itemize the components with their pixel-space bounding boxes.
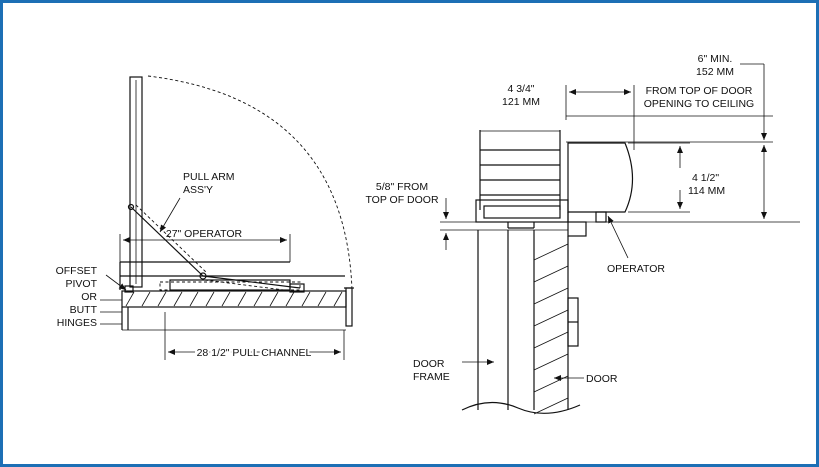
label-6-min: 6" MIN. bbox=[698, 53, 733, 65]
hatch-line bbox=[533, 353, 569, 371]
hatch-line bbox=[533, 397, 569, 415]
hatch-line bbox=[189, 291, 199, 307]
break-line bbox=[461, 401, 581, 414]
label-27-operator: 27" OPERATOR bbox=[166, 228, 243, 240]
labels: PULL ARM ASS'Y 27" OPERATOR OFFSET PIVOT… bbox=[56, 53, 755, 385]
label-door-frame-2: FRAME bbox=[413, 371, 450, 383]
label-4-3-4: 4 3/4" bbox=[507, 83, 534, 95]
hatch-line bbox=[533, 309, 569, 327]
hatch-line bbox=[533, 331, 569, 349]
label-hinges: HINGES bbox=[57, 317, 97, 329]
label-152-mm: 152 MM bbox=[696, 66, 734, 78]
hatch-line bbox=[157, 291, 167, 307]
label-pull-arm: PULL ARM bbox=[183, 171, 235, 183]
label-pull-channel: 28 1/2" PULL CHANNEL bbox=[197, 347, 312, 359]
pull-channel-slider bbox=[289, 283, 305, 293]
hatch-line bbox=[237, 291, 247, 307]
hatch-line bbox=[533, 265, 569, 283]
hatch-line bbox=[333, 291, 343, 307]
label-opening-to-ceiling: OPENING TO CEILING bbox=[644, 98, 754, 110]
label-top-of-door: TOP OF DOOR bbox=[365, 194, 439, 206]
label-5-8-from: 5/8" FROM bbox=[376, 181, 428, 193]
hatch-line bbox=[141, 291, 151, 307]
label-from-top-door: FROM TOP OF DOOR bbox=[646, 85, 753, 97]
label-offset: OFFSET bbox=[56, 265, 98, 277]
hatch-line bbox=[301, 291, 311, 307]
label-pivot: PIVOT bbox=[65, 278, 97, 290]
label-114-mm: 114 MM bbox=[688, 185, 725, 197]
label-4-1-2: 4 1/2" bbox=[692, 172, 719, 184]
hatch-line bbox=[317, 291, 327, 307]
hatch-line bbox=[253, 291, 263, 307]
hatch-line bbox=[269, 291, 279, 307]
hatch-line bbox=[533, 243, 569, 261]
installation-diagram: PULL ARM ASS'Y 27" OPERATOR OFFSET PIVOT… bbox=[56, 53, 800, 415]
label-butt: BUTT bbox=[70, 304, 98, 316]
label-121-mm: 121 MM bbox=[502, 96, 540, 108]
closed-door bbox=[121, 290, 347, 308]
hatch-line bbox=[205, 291, 215, 307]
hatch-line bbox=[221, 291, 231, 307]
label-assy: ASS'Y bbox=[183, 184, 213, 196]
door-swing-arc bbox=[147, 75, 353, 291]
label-operator: OPERATOR bbox=[607, 263, 665, 275]
hatch-line bbox=[533, 375, 569, 393]
hatch-line bbox=[285, 291, 295, 307]
operator-body bbox=[567, 142, 634, 213]
plan-view bbox=[100, 75, 354, 360]
open-door bbox=[129, 76, 143, 288]
hatch-line bbox=[125, 291, 135, 307]
hatch-line bbox=[533, 287, 569, 305]
section-view bbox=[440, 63, 800, 415]
label-door: DOOR bbox=[586, 373, 618, 385]
hatch-line bbox=[173, 291, 183, 307]
label-door-frame-1: DOOR bbox=[413, 358, 445, 370]
label-or: OR bbox=[81, 291, 97, 303]
